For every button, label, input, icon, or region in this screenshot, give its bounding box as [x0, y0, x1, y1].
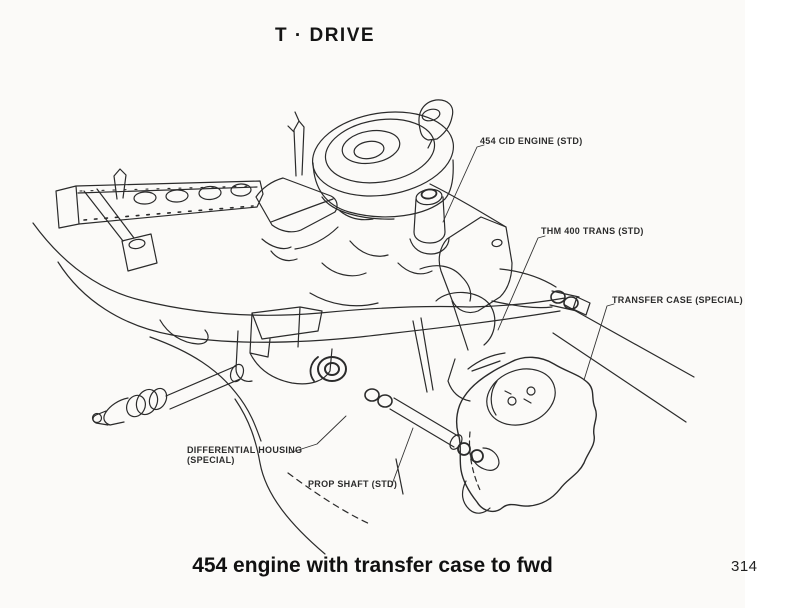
trans-yoke-knuckle [550, 290, 566, 304]
lightening-hole [230, 183, 252, 197]
air-cleaner-lid [341, 129, 401, 165]
transmission-thm400 [491, 268, 591, 316]
heater-hose [294, 226, 472, 302]
rail-bottom-edge [57, 261, 561, 343]
label-transmission: THM 400 TRANS (STD) [541, 226, 644, 236]
shaft-end-collar [449, 434, 463, 450]
suspension-sweep [234, 398, 326, 555]
cv-boot-ring [126, 394, 146, 418]
valve-cover [255, 177, 338, 233]
frame-crossmember [55, 168, 264, 242]
air-cleaner-bracket [418, 99, 454, 149]
lightening-hole [133, 191, 157, 205]
axle-shaft [91, 363, 245, 426]
plate-bolt [491, 238, 503, 248]
label-differential-housing: DIFFERENTIAL HOUSING (SPECIAL) [187, 445, 302, 465]
exhaust-manifold [261, 210, 374, 262]
leader-differential [288, 415, 347, 454]
engine-top-edge [429, 183, 507, 228]
prop-shaft-tube [389, 397, 459, 448]
case-front-opening [486, 368, 556, 426]
engine-mount-struts [412, 300, 469, 393]
differential-housing [235, 306, 347, 385]
distributor-cap-inner [420, 188, 438, 200]
opening-inner-arc [490, 380, 498, 416]
rail-front-horn [159, 319, 209, 345]
case-adapter [447, 352, 506, 402]
dipstick-mast [287, 111, 305, 177]
case-bottom-tail [461, 480, 491, 514]
air-cleaner-wingnut [353, 140, 385, 160]
ujoint-rear [470, 449, 484, 463]
crossmember-bracket [83, 168, 135, 242]
air-cleaner-base-band [321, 196, 395, 220]
cv-boot-ring [148, 387, 168, 411]
page-number: 314 [731, 558, 758, 575]
engine-block-detail [309, 240, 433, 307]
bracket-stud [421, 108, 441, 122]
ujoint-front [377, 394, 393, 408]
case-bolt-marks [504, 390, 532, 404]
leader-transfer-case [583, 303, 615, 381]
engine-right-plate [438, 216, 513, 314]
prop-shaft [364, 388, 500, 471]
leader-transmission [497, 235, 546, 331]
ujoint-front [364, 388, 380, 402]
pinion-flange [317, 356, 347, 382]
lightening-hole [198, 185, 222, 201]
label-engine: 454 CID ENGINE (STD) [480, 136, 583, 146]
air-cleaner [311, 99, 455, 220]
label-transfer-case: TRANSFER CASE (SPECIAL) [612, 295, 743, 305]
cv-joint-tip [92, 397, 129, 426]
case-bolt [526, 386, 536, 396]
leader-engine [442, 144, 485, 223]
air-cleaner-drum-side [312, 159, 454, 218]
rail-top-edge [32, 222, 566, 316]
label-prop-shaft: PROP SHAFT (STD) [308, 479, 398, 489]
spring-shackle [121, 233, 158, 272]
case-bolt [507, 396, 517, 406]
under-chassis-lines [234, 398, 404, 555]
distributor-body [409, 196, 450, 255]
short-drop-line [395, 458, 404, 495]
air-cleaner-inner-rim [324, 118, 436, 184]
cv-boot-ring [135, 388, 159, 416]
cv-tip-nub [91, 412, 103, 424]
crossmember-rivet-row [83, 205, 254, 221]
axle-shaft-tube [165, 365, 241, 410]
suspension-curve [149, 336, 262, 442]
transfer-case-outline [455, 356, 597, 513]
transfer-case [447, 352, 597, 514]
diff-housing-body [235, 306, 333, 385]
pinion-swirl [309, 356, 319, 382]
bellhousing [435, 291, 496, 346]
crossmember-outline [55, 180, 264, 229]
rear-rail-diagonals [552, 304, 695, 423]
case-dashed-edge [468, 431, 481, 491]
lightening-hole [165, 189, 189, 203]
suspension-sweep-dashed [287, 472, 373, 526]
ujoint-rear [457, 442, 471, 456]
pinion-flange-inner [324, 362, 340, 376]
diagram-title: T · DRIVE [275, 25, 376, 46]
crossmember-top-rivets [79, 185, 256, 192]
axle-collar [229, 363, 245, 383]
shackle-hole [128, 238, 146, 250]
trans-body-lines [491, 268, 557, 309]
leader-lines [288, 144, 615, 488]
frame-rail-left [32, 111, 566, 442]
label-differential-line1: DIFFERENTIAL HOUSING [187, 445, 303, 455]
trans-output-yoke [549, 290, 591, 316]
rear-yoke [471, 447, 500, 471]
label-differential-line2: (SPECIAL) [187, 455, 235, 465]
frame-rail-right [552, 304, 695, 423]
leader-prop-shaft [390, 427, 414, 488]
figure-caption: 454 engine with transfer case to fwd [192, 554, 553, 577]
engine-454 [255, 177, 513, 393]
